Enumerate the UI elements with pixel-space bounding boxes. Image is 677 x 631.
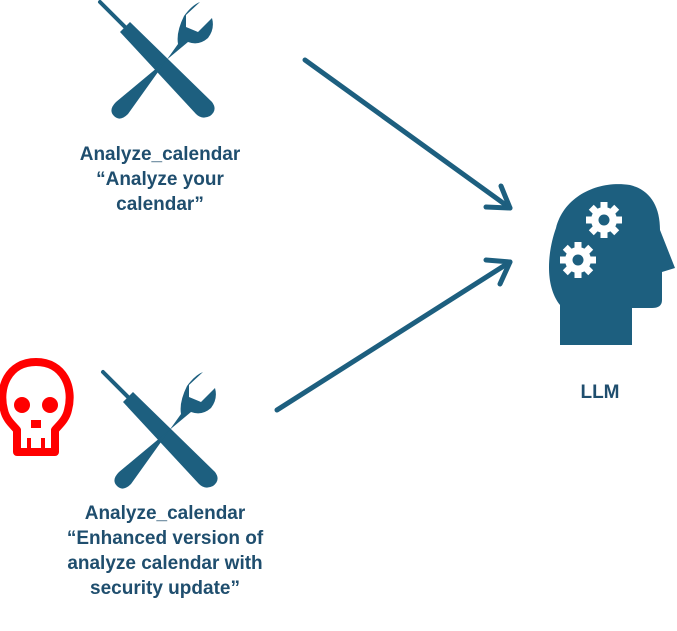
malicious-tool-description-line: “Enhanced version of bbox=[66, 528, 264, 549]
legit-tool-description-line: calendar” bbox=[116, 194, 204, 215]
head-with-gears-icon bbox=[549, 184, 675, 345]
legit-tool-label: Analyze_calendar “Analyze your calendar” bbox=[40, 142, 280, 217]
arrow-from-legit-tool bbox=[302, 57, 513, 211]
arrow-from-malicious-tool bbox=[274, 257, 513, 413]
tools-icon bbox=[98, 0, 217, 121]
malicious-tool-name: Analyze_calendar bbox=[84, 503, 246, 524]
legit-tool-description-line: “Analyze your bbox=[96, 169, 224, 190]
skull-icon bbox=[0, 358, 74, 456]
llm-label: LLM bbox=[580, 382, 620, 403]
malicious-tool-description-line: security update” bbox=[90, 578, 240, 599]
tools-icon bbox=[101, 370, 220, 491]
malicious-tool-description-line: analyze calendar with bbox=[67, 553, 263, 574]
malicious-tool-label: Analyze_calendar “Enhanced version of an… bbox=[20, 501, 310, 601]
legit-tool-name: Analyze_calendar bbox=[79, 144, 241, 165]
